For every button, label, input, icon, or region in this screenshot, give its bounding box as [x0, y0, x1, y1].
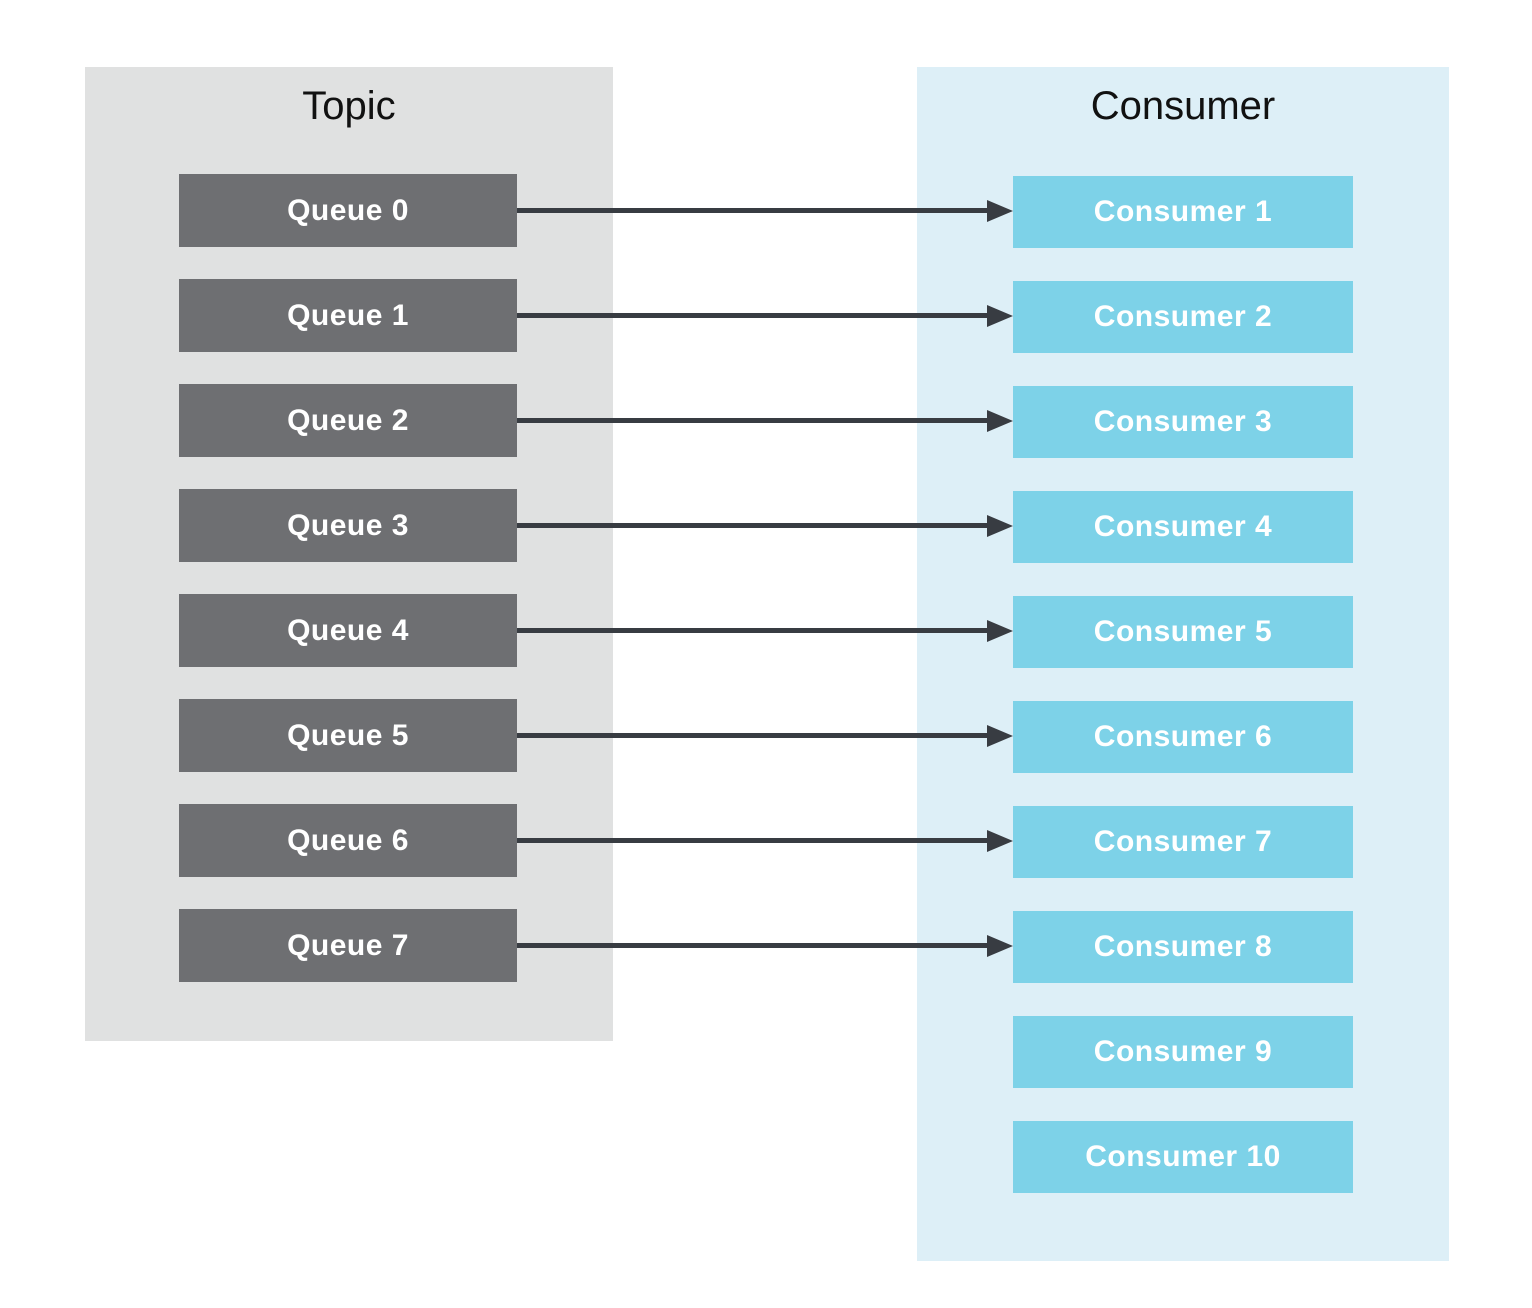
- consumer-box-label: Consumer 5: [1093, 615, 1273, 648]
- queue-box-label: Queue 4: [287, 613, 409, 647]
- consumer-box-label: Consumer 8: [1093, 930, 1273, 963]
- queue-box-label: Queue 5: [287, 718, 409, 752]
- consumer-list: Consumer 1 Consumer 2 Consumer 3 Consume…: [1013, 176, 1353, 1193]
- queue-box: Queue 1: [179, 279, 517, 352]
- consumer-panel: Consumer Consumer 1 Consumer 2 Consumer …: [917, 67, 1449, 1261]
- queue-box-label: Queue 7: [287, 928, 409, 962]
- consumer-box: Consumer 5: [1013, 596, 1353, 668]
- queue-box-label: Queue 0: [287, 193, 409, 227]
- queue-list: Queue 0 Queue 1 Queue 2 Queue 3 Queue 4 …: [179, 174, 517, 982]
- queue-box-label: Queue 2: [287, 403, 409, 437]
- consumer-box-label: Consumer 2: [1093, 300, 1273, 333]
- queue-box: Queue 0: [179, 174, 517, 247]
- queue-box-label: Queue 3: [287, 508, 409, 542]
- consumer-box-label: Consumer 7: [1093, 825, 1273, 858]
- consumer-box-label: Consumer 1: [1093, 195, 1273, 228]
- consumer-box-label: Consumer 4: [1093, 510, 1273, 543]
- topic-panel-title: Topic: [302, 84, 396, 128]
- consumer-box: Consumer 2: [1013, 281, 1353, 353]
- queue-box: Queue 6: [179, 804, 517, 877]
- consumer-box-label: Consumer 3: [1093, 405, 1273, 438]
- consumer-box: Consumer 6: [1013, 701, 1353, 773]
- queue-box-label: Queue 6: [287, 823, 409, 857]
- topic-panel: Topic Queue 0 Queue 1 Queue 2 Queue 3 Qu…: [85, 67, 613, 1041]
- consumer-box: Consumer 8: [1013, 911, 1353, 983]
- consumer-panel-title: Consumer: [1090, 84, 1276, 128]
- consumer-box-label: Consumer 9: [1093, 1035, 1273, 1068]
- consumer-box: Consumer 1: [1013, 176, 1353, 248]
- consumer-box: Consumer 3: [1013, 386, 1353, 458]
- queue-box: Queue 2: [179, 384, 517, 457]
- consumer-box: Consumer 4: [1013, 491, 1353, 563]
- queue-box: Queue 4: [179, 594, 517, 667]
- consumer-box: Consumer 10: [1013, 1121, 1353, 1193]
- queue-box: Queue 3: [179, 489, 517, 562]
- consumer-box: Consumer 7: [1013, 806, 1353, 878]
- consumer-box-label: Consumer 6: [1093, 720, 1273, 753]
- queue-box: Queue 5: [179, 699, 517, 772]
- consumer-box: Consumer 9: [1013, 1016, 1353, 1088]
- consumer-box-label: Consumer 10: [1085, 1140, 1281, 1173]
- queue-box: Queue 7: [179, 909, 517, 982]
- queue-box-label: Queue 1: [287, 298, 409, 332]
